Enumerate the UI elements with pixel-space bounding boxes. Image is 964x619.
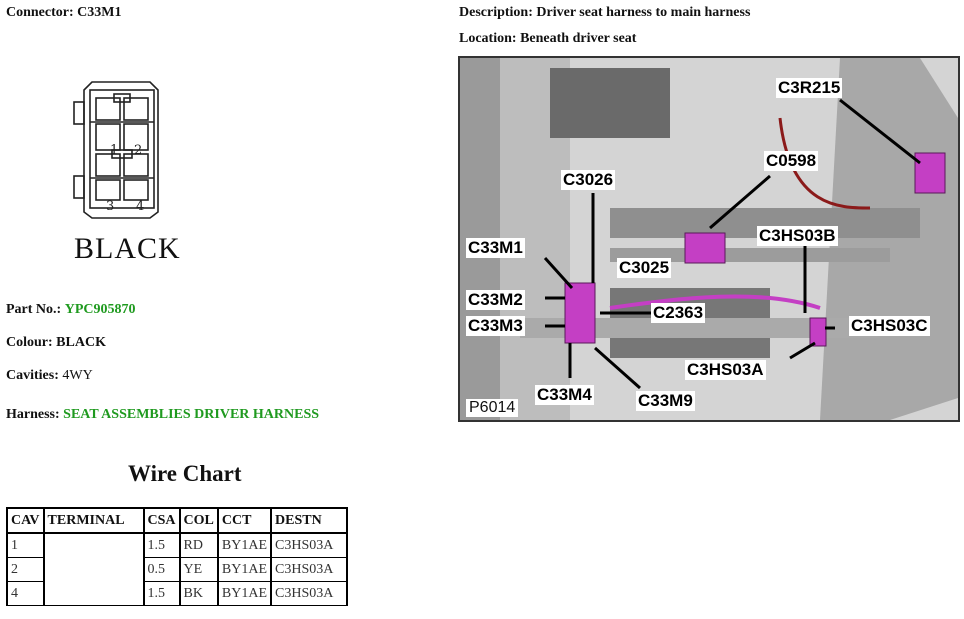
connector-colour-text: BLACK (74, 232, 181, 265)
description-heading: Description: Driver seat harness to main… (459, 5, 751, 20)
col-cav: CAV (6, 507, 45, 534)
callout-c33m9: C33M9 (636, 391, 695, 411)
pin-3-label: 3 (106, 199, 114, 214)
callout-c33m4: C33M4 (535, 385, 594, 405)
part-number-value: YPC905870 (64, 302, 136, 317)
callout-c33m3: C33M3 (466, 316, 525, 336)
callout-c33m1: C33M1 (466, 238, 525, 258)
callout-c3hs03c: C3HS03C (849, 316, 930, 336)
harness-value: SEAT ASSEMBLIES DRIVER HARNESS (63, 407, 320, 422)
callout-c3r215: C3R215 (776, 78, 843, 98)
wire-chart-title: Wire Chart (128, 461, 242, 486)
pin-1-label: 1 (110, 143, 118, 158)
callout-c33m2: C33M2 (466, 290, 525, 310)
table-row: 4 1.5 BK BY1AE C3HS03A (6, 581, 349, 606)
location-heading: Location: Beneath driver seat (459, 31, 637, 46)
connector-heading: Connector: C33M1 (6, 5, 122, 20)
table-row: 2 0.5 YE BY1AE C3HS03A (6, 557, 349, 582)
callout-c2363: C2363 (651, 303, 706, 323)
col-terminal: TERMINAL (42, 507, 145, 534)
connector-face-diagram: 1 2 3 4 (73, 81, 159, 219)
pin-4-label: 4 (136, 199, 144, 214)
harness: Harness: SEAT ASSEMBLIES DRIVER HARNESS (6, 407, 320, 422)
col-cct: CCT (216, 507, 273, 534)
col-destn: DESTN (270, 507, 349, 534)
colour: Colour: BLACK (6, 335, 106, 350)
callout-c3025: C3025 (617, 258, 672, 278)
callout-c0598: C0598 (764, 151, 819, 171)
table-row: 1 1.5 RD BY1AE C3HS03A (6, 532, 349, 606)
callout-c3hs03a: C3HS03A (685, 360, 766, 380)
col-col: COL (178, 507, 219, 534)
cavities: Cavities: 4WY (6, 368, 93, 383)
part-number: Part No.: YPC905870 (6, 302, 136, 317)
location-photo: C3R215 C0598 C3026 C3HS03B C33M1 C3025 C… (458, 56, 960, 422)
table-header-row: CAV TERMINAL CSA COL CCT DESTN (6, 507, 349, 534)
pin-2-label: 2 (134, 143, 142, 158)
col-csa: CSA (142, 507, 181, 534)
photo-id: P6014 (466, 399, 519, 417)
callout-c3026: C3026 (561, 170, 616, 190)
callout-c3hs03b: C3HS03B (757, 226, 838, 246)
wire-chart-table: CAV TERMINAL CSA COL CCT DESTN 1 1.5 RD … (6, 507, 349, 606)
